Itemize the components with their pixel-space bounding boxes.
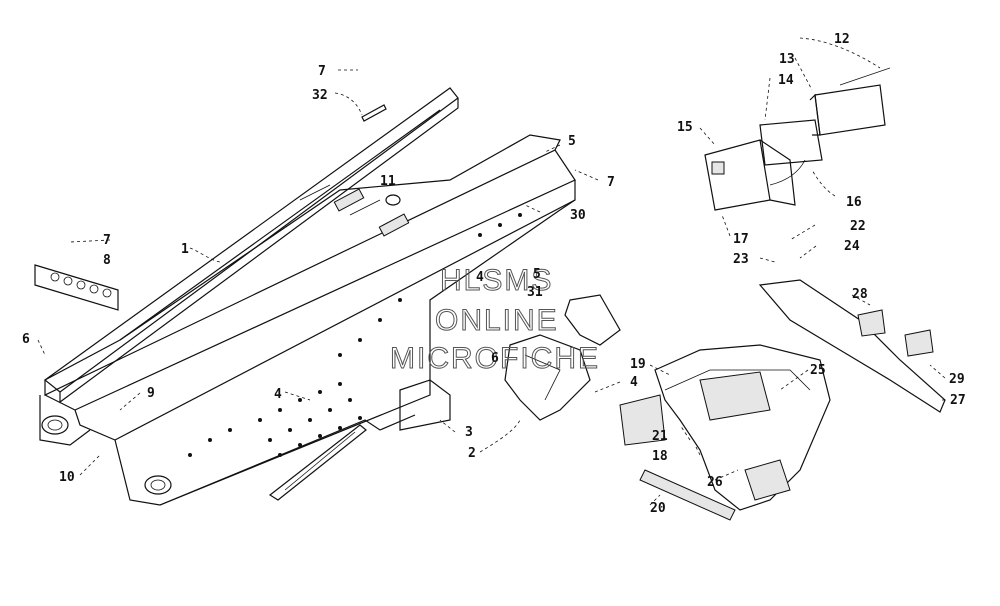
- callout-4: 4: [630, 375, 638, 390]
- callout-14: 14: [778, 73, 794, 88]
- bracket-part-31: [564, 294, 621, 346]
- callout-19: 19: [630, 357, 646, 372]
- callout-29: 29: [949, 372, 965, 387]
- callout-32: 32: [312, 88, 328, 103]
- callout-26: 26: [707, 475, 723, 490]
- callout-2: 2: [468, 446, 476, 461]
- spring-part-32: [361, 104, 387, 122]
- callout-3: 3: [465, 425, 473, 440]
- callout-13: 13: [779, 52, 795, 67]
- callout-7: 7: [103, 233, 111, 248]
- tail-light-assembly: [704, 67, 891, 211]
- callout-5: 5: [533, 267, 541, 282]
- callout-4: 4: [476, 270, 484, 285]
- callout-25: 25: [810, 363, 826, 378]
- tunnel-assembly: [39, 87, 576, 506]
- callout-20: 20: [650, 501, 666, 516]
- callout-8: 8: [103, 253, 111, 268]
- callout-1: 1: [181, 242, 189, 257]
- rivet-holes: [188, 213, 522, 457]
- callout-31: 31: [527, 285, 543, 300]
- callout-7: 7: [607, 175, 615, 190]
- mud-flap-part-2: [504, 334, 591, 421]
- callout-11: 11: [380, 174, 396, 189]
- callout-10: 10: [59, 470, 75, 485]
- callout-18: 18: [652, 449, 668, 464]
- callout-27: 27: [950, 393, 966, 408]
- callout-labels: 7 32 5 7 11 30 1 7 8 4 5 31 6 6 9 4 10 3…: [22, 32, 966, 516]
- callout-21: 21: [652, 429, 668, 444]
- bracket-part-3: [399, 379, 451, 431]
- callout-6: 6: [491, 351, 499, 366]
- perforated-bar-part-8: [34, 264, 119, 311]
- watermark-line-2: ONLINE: [435, 304, 559, 337]
- callout-4: 4: [274, 387, 282, 402]
- callout-5: 5: [568, 134, 576, 149]
- callout-23: 23: [733, 252, 749, 267]
- callout-28: 28: [852, 287, 868, 302]
- watermark-line-3: MICROFICHE: [390, 342, 600, 375]
- rear-bumper-assembly: [619, 279, 946, 521]
- callout-6: 6: [22, 332, 30, 347]
- callout-7: 7: [318, 64, 326, 79]
- callout-16: 16: [846, 195, 862, 210]
- grommet-part-11: [385, 194, 401, 206]
- callout-12: 12: [834, 32, 850, 47]
- callout-15: 15: [677, 120, 693, 135]
- leader-lines: [37, 37, 946, 506]
- callout-24: 24: [844, 239, 860, 254]
- callout-30: 30: [570, 208, 586, 223]
- callout-22: 22: [850, 219, 866, 234]
- watermark: HLSMS ONLINE MICROFICHE: [390, 264, 600, 376]
- callout-17: 17: [733, 232, 749, 247]
- watermark-line-1: HLSMS: [440, 264, 553, 297]
- callout-9: 9: [147, 386, 155, 401]
